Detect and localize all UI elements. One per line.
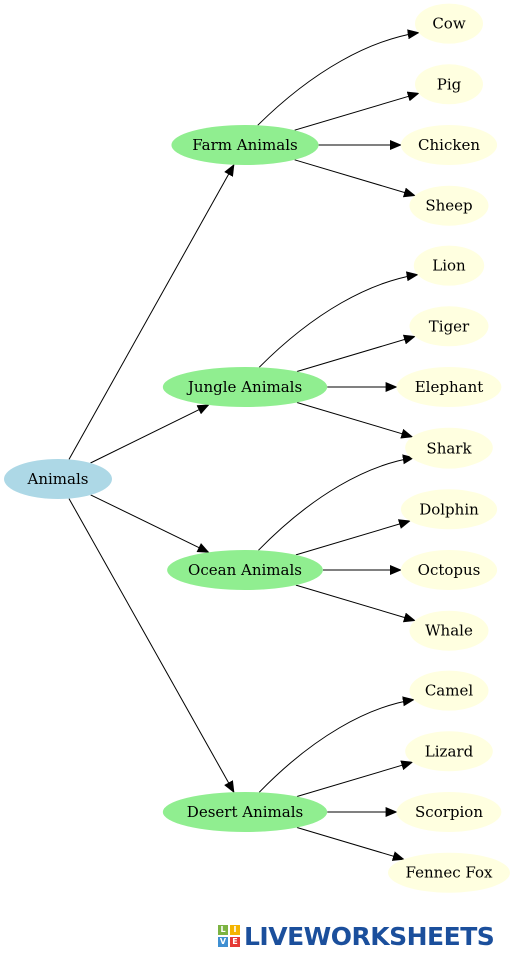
edge-jungle-animals-to-tiger (296, 334, 416, 372)
leaf-node-pig: Pig (415, 64, 483, 105)
edge-animals-to-ocean-animals (90, 494, 210, 553)
edge-farm-animals-to-pig (294, 91, 420, 131)
category-label: Ocean Animals (188, 561, 302, 579)
leaf-label: Fennec Fox (406, 864, 493, 882)
edge-desert-animals-to-fennec-fox (296, 827, 405, 861)
leaf-ellipse (400, 550, 498, 590)
leaf-ellipse (409, 185, 489, 226)
edge-farm-animals-to-sheep (294, 159, 416, 198)
leaf-ellipse (413, 245, 485, 286)
leaf-label: Octopus (418, 561, 481, 579)
liveworksheets-watermark: L I V E LIVEWORKSHEETS (218, 920, 495, 952)
nodes-layer: Animals Farm Animals CowPigChickenSheepJun… (4, 3, 510, 893)
leaf-ellipse (396, 367, 502, 407)
leaf-ellipse (405, 731, 493, 772)
leaf-ellipse (409, 428, 489, 469)
edge-jungle-animals-to-lion (258, 271, 419, 368)
leaf-node-dolphin: Dolphin (400, 489, 498, 530)
root-node-animals: Animals (4, 459, 112, 499)
leaf-label: Elephant (415, 378, 484, 396)
watermark-block-v: V (218, 937, 228, 947)
leaf-ellipse (400, 125, 498, 165)
category-label: Desert Animals (187, 803, 303, 821)
category-label: Farm Animals (192, 136, 297, 154)
watermark-block-i: I (230, 925, 240, 935)
leaf-node-lion: Lion (413, 245, 485, 286)
leaf-label: Whale (425, 622, 473, 640)
category-ellipse (162, 367, 328, 407)
root-label: Animals (27, 470, 89, 488)
leaf-label: Sheep (425, 197, 472, 215)
leaf-label: Camel (425, 682, 474, 700)
leaf-ellipse (400, 489, 498, 530)
leaf-node-octopus: Octopus (400, 550, 498, 590)
leaf-node-fennec-fox: Fennec Fox (388, 852, 510, 893)
watermark-text: LIVEWORKSHEETS (244, 921, 495, 951)
leaf-ellipse (396, 792, 502, 832)
category-ellipse (171, 125, 319, 165)
edge-animals-to-jungle-animals (90, 404, 210, 464)
edge-farm-animals-to-cow (257, 29, 420, 126)
edge-ocean-animals-to-whale (295, 584, 416, 623)
leaf-node-elephant: Elephant (396, 367, 502, 407)
leaf-ellipse (409, 610, 489, 651)
leaf-label: Shark (426, 440, 472, 458)
leaf-ellipse (409, 670, 489, 711)
leaf-node-cow: Cow (415, 3, 483, 44)
edge-animals-to-desert-animals (68, 498, 235, 794)
leaf-ellipse (409, 306, 489, 347)
leaf-node-sheep: Sheep (409, 185, 489, 226)
category-node-farm-animals: Farm Animals (171, 125, 319, 165)
leaf-label: Dolphin (419, 500, 479, 518)
category-ellipse (162, 792, 328, 832)
edge-animals-to-farm-animals (68, 163, 235, 460)
leaf-label: Lizard (425, 742, 474, 760)
leaf-ellipse (415, 3, 483, 44)
leaf-label: Scorpion (415, 803, 483, 821)
leaf-node-scorpion: Scorpion (396, 792, 502, 832)
watermark-block-l: L (218, 925, 228, 935)
leaf-label: Pig (437, 75, 462, 93)
leaf-ellipse (415, 64, 483, 105)
leaf-node-camel: Camel (409, 670, 489, 711)
leaf-ellipse (388, 852, 510, 893)
leaf-node-lizard: Lizard (405, 731, 493, 772)
leaf-node-tiger: Tiger (409, 306, 489, 347)
edge-desert-animals-to-lizard (296, 760, 414, 797)
edge-ocean-animals-to-dolphin (295, 519, 411, 556)
leaf-label: Cow (432, 15, 466, 33)
leaf-label: Tiger (429, 317, 470, 335)
leaf-label: Chicken (418, 136, 480, 154)
category-node-ocean-animals: Ocean Animals (167, 550, 323, 590)
category-label: Jungle Animals (186, 378, 302, 396)
edge-ocean-animals-to-shark (258, 454, 415, 551)
category-node-jungle-animals: Jungle Animals (162, 367, 328, 407)
edge-jungle-animals-to-monkey (296, 402, 414, 439)
watermark-block-e: E (230, 937, 240, 947)
root-ellipse (4, 459, 112, 499)
leaf-label: Lion (432, 257, 466, 275)
edges-layer (68, 29, 420, 861)
watermark-logo-icon: L I V E (218, 925, 240, 947)
category-ellipse (167, 550, 323, 590)
leaf-node-shark: Shark (409, 428, 489, 469)
leaf-node-chicken: Chicken (400, 125, 498, 165)
leaf-node-whale: Whale (409, 610, 489, 651)
category-node-desert-animals: Desert Animals (162, 792, 328, 832)
edge-desert-animals-to-camel (258, 696, 415, 793)
